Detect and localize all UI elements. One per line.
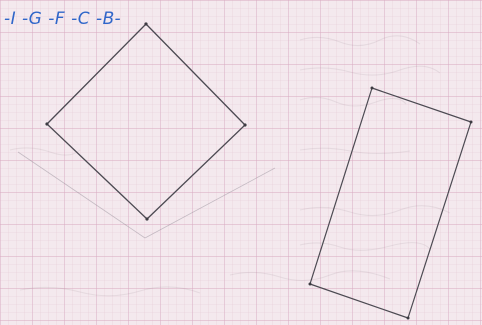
header-text: -I -G -F -C -B- (4, 9, 121, 29)
vertex-dot (45, 122, 49, 126)
vertex-dot (308, 282, 312, 286)
handwritten-header: -I -G -F -C -B- (4, 9, 121, 29)
vertex-dot (243, 123, 247, 127)
diamond-square (46, 23, 246, 220)
vertex-dot (469, 120, 473, 124)
vertex-dot (145, 217, 149, 221)
vertex-dot (144, 22, 148, 26)
tilted-rectangle (309, 87, 472, 319)
vertex-dot (406, 316, 410, 320)
vertex-dot (370, 86, 374, 90)
